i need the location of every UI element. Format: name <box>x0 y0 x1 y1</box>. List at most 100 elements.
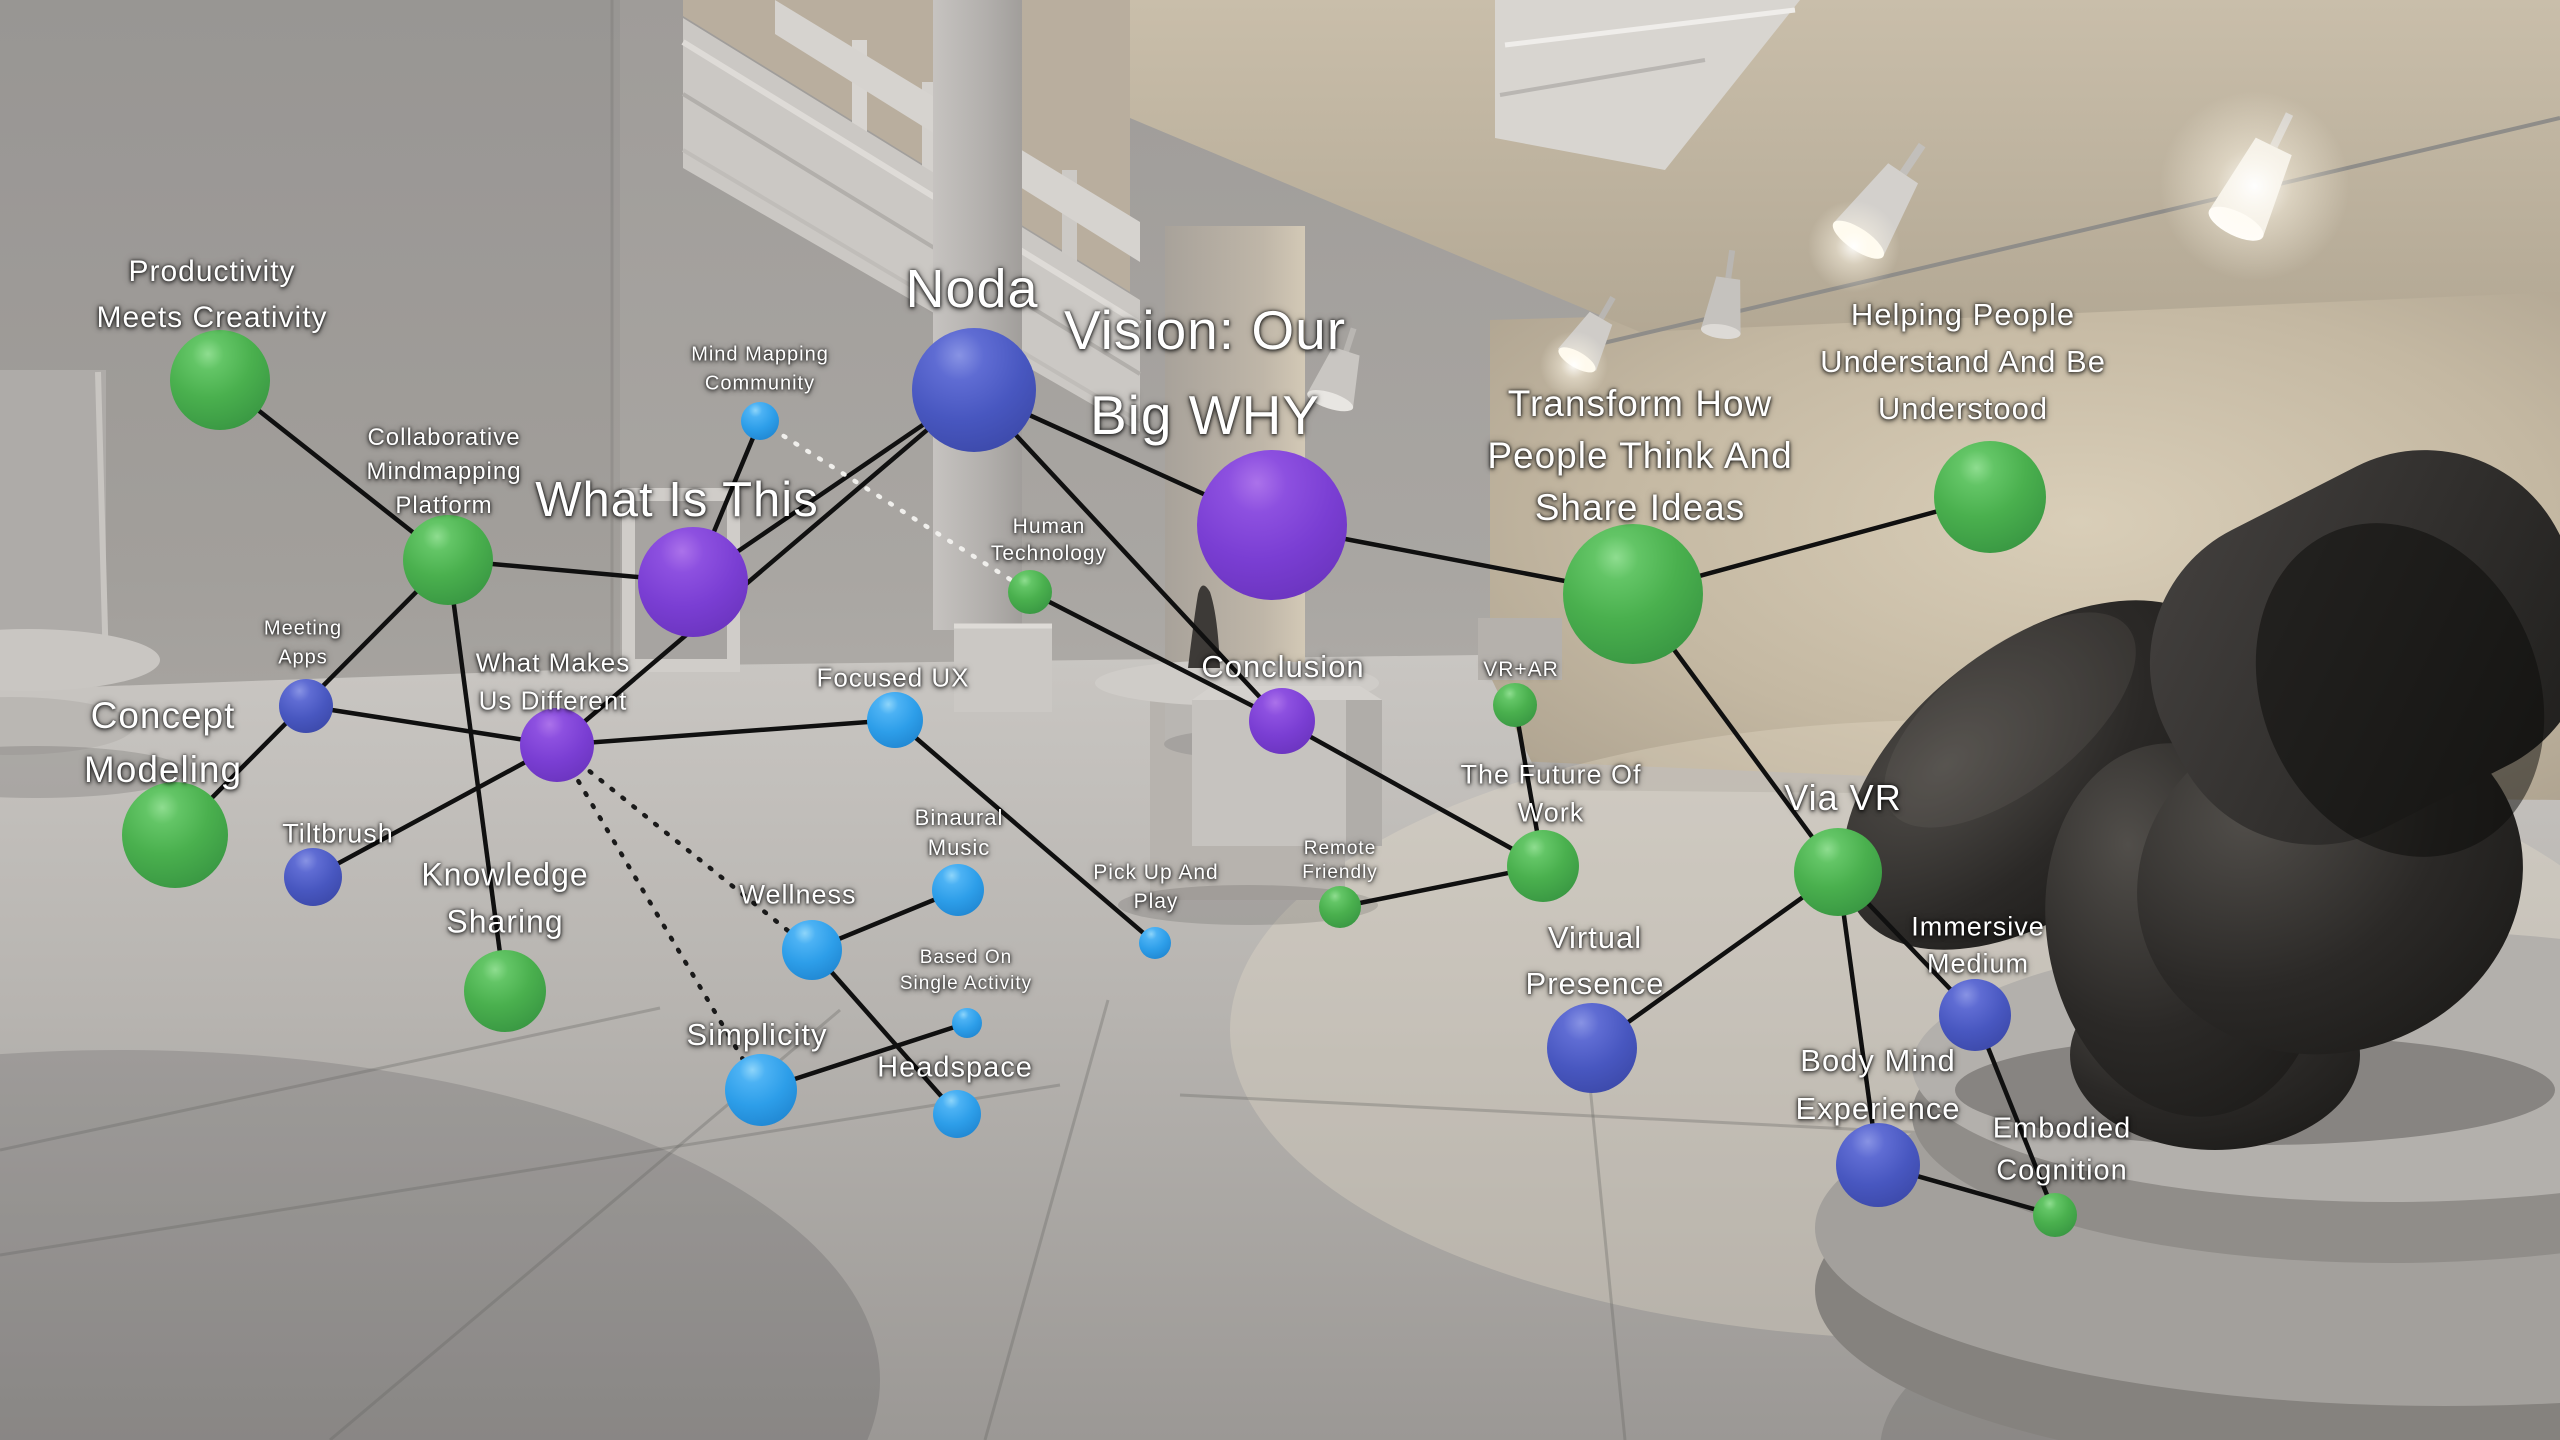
node-embodied-cognition[interactable] <box>2033 1193 2077 1237</box>
node-label-collaborative-line1: Collaborative <box>367 424 521 451</box>
node-label-collaborative-line2: Mindmapping <box>366 458 522 485</box>
node-label-remote-friendly-line1: Remote <box>1303 838 1377 859</box>
column-a <box>933 0 1052 712</box>
node-label-body-mind-experience-line1: Body Mind <box>1800 1043 1956 1078</box>
node-label-pick-up-and-play-line2: Play <box>1133 890 1179 913</box>
node-label-helping-people-line2: Understand And Be <box>1820 344 2106 379</box>
node-label-binaural-music-line1: Binaural <box>914 805 1004 830</box>
node-label-pick-up-and-play-line1: Pick Up And <box>1093 861 1219 884</box>
node-label-via-vr: Via VR <box>1784 777 1902 818</box>
node-label-concept-modeling-line2: Modeling <box>83 749 243 790</box>
node-binaural-music[interactable] <box>932 864 984 916</box>
edge-via-vr--body-mind-experience <box>1835 871 1881 1166</box>
edge-mind-mapping-community--human-technology <box>757 418 1033 595</box>
node-label-the-future-of-work-line2: Work <box>1517 797 1585 828</box>
node-label-productivity-line2: Meets Creativity <box>96 301 328 334</box>
node-label-productivity-line1: Productivity <box>128 255 296 288</box>
node-label-transform-line1: Transform How <box>1507 383 1773 424</box>
node-knowledge-sharing[interactable] <box>464 950 546 1032</box>
node-noda[interactable] <box>912 328 1036 452</box>
left-round-pedestal <box>0 370 186 798</box>
node-label-vision-line1: Vision: Our <box>1063 299 1347 361</box>
node-label-virtual-presence-line2: Presence <box>1525 966 1665 1001</box>
node-label-vr-ar: VR+AR <box>1483 658 1559 681</box>
node-label-human-technology-line2: Technology <box>990 542 1108 565</box>
light-track <box>1594 116 2560 347</box>
node-label-collaborative-line3: Platform <box>395 492 493 519</box>
edge-noda--what-makes-us-different <box>555 388 976 747</box>
edge-wellness--headspace <box>810 948 959 1116</box>
edge-what-makes-us-different--tiltbrush <box>311 743 559 879</box>
node-human-technology[interactable] <box>1008 570 1052 614</box>
spotlight-icon <box>1807 142 1926 293</box>
node-vision[interactable] <box>1197 450 1347 600</box>
node-wellness[interactable] <box>782 920 842 980</box>
node-what-makes-us-different[interactable] <box>520 708 594 782</box>
node-what-is-this[interactable] <box>638 527 748 637</box>
node-label-focused-ux: Focused UX <box>816 662 970 693</box>
spotlight-icon <box>1540 295 1616 400</box>
node-label-virtual-presence-line1: Virtual <box>1547 920 1643 955</box>
node-helping-people[interactable] <box>1934 441 2046 553</box>
node-transform[interactable] <box>1563 524 1703 664</box>
node-label-simplicity: Simplicity <box>686 1017 828 1052</box>
node-label-the-future-of-work-line1: The Future Of <box>1460 759 1642 790</box>
edge-collaborative--knowledge-sharing <box>445 559 508 992</box>
node-vr-ar[interactable] <box>1493 683 1537 727</box>
node-remote-friendly[interactable] <box>1319 886 1361 928</box>
node-body-mind-experience[interactable] <box>1836 1123 1920 1207</box>
node-label-human-technology-line1: Human <box>1012 515 1086 538</box>
spotlight-icon <box>1700 249 1741 339</box>
node-label-headspace: Headspace <box>877 1051 1033 1084</box>
mezzanine-slab-edge <box>1495 0 1800 170</box>
black-sculpture <box>1842 450 2560 1150</box>
node-based-on-single-activity[interactable] <box>952 1008 982 1038</box>
node-label-what-makes-us-different-line2: Us Different <box>478 685 628 716</box>
track-lighting <box>1307 90 2560 412</box>
node-label-immersive-medium-line2: Medium <box>1926 948 2030 979</box>
node-label-body-mind-experience-line2: Experience <box>1795 1091 1961 1126</box>
node-label-vision-line2: Big WHY <box>1089 384 1321 446</box>
node-productivity[interactable] <box>170 330 270 430</box>
node-label-based-on-single-activity-line1: Based On <box>919 947 1013 968</box>
node-label-binaural-music-line2: Music <box>927 835 991 860</box>
edge-via-vr--virtual-presence <box>1590 870 1840 1050</box>
node-label-transform-line2: People Think And <box>1487 435 1793 476</box>
node-label-based-on-single-activity-line2: Single Activity <box>899 973 1033 994</box>
node-via-vr[interactable] <box>1794 828 1882 916</box>
node-the-future-of-work[interactable] <box>1507 830 1579 902</box>
node-label-mind-mapping-community-line2: Community <box>704 372 816 395</box>
node-meeting-apps[interactable] <box>279 679 333 733</box>
node-headspace[interactable] <box>933 1090 981 1138</box>
edge-focused-ux--pick-up-and-play <box>893 718 1157 945</box>
node-mind-mapping-community[interactable] <box>741 402 779 440</box>
node-immersive-medium[interactable] <box>1939 979 2011 1051</box>
node-label-embodied-cognition-line1: Embodied <box>1992 1112 2132 1145</box>
node-pick-up-and-play[interactable] <box>1139 927 1171 959</box>
node-label-transform-line3: Share Ideas <box>1534 487 1746 528</box>
node-tiltbrush[interactable] <box>284 848 342 906</box>
node-concept-modeling[interactable] <box>122 782 228 888</box>
node-label-noda: Noda <box>905 259 1039 319</box>
edge-meeting-apps--what-makes-us-different <box>305 703 558 748</box>
spotlight-icon <box>1307 327 1360 412</box>
node-conclusion[interactable] <box>1249 688 1315 754</box>
node-label-what-is-this: What Is This <box>535 473 819 527</box>
node-simplicity[interactable] <box>725 1054 797 1126</box>
node-label-concept-modeling-line1: Concept <box>90 695 236 736</box>
distant-block <box>1478 618 1562 680</box>
edge-what-makes-us-different--focused-ux <box>556 717 896 748</box>
node-virtual-presence[interactable] <box>1547 1003 1637 1093</box>
node-label-knowledge-sharing-line2: Sharing <box>446 903 564 940</box>
edge-human-technology--conclusion <box>1028 589 1284 724</box>
node-collaborative[interactable] <box>403 515 493 605</box>
node-label-immersive-medium-line1: Immersive <box>1911 911 2045 942</box>
edge-what-makes-us-different--simplicity <box>554 742 764 1093</box>
node-focused-ux[interactable] <box>867 692 923 748</box>
edge-what-makes-us-different--wellness <box>554 742 815 953</box>
node-label-tiltbrush: Tiltbrush <box>282 818 394 849</box>
balcony-parapet <box>683 18 1140 432</box>
node-label-wellness: Wellness <box>739 879 857 910</box>
node-label-helping-people-line1: Helping People <box>1850 297 2076 332</box>
